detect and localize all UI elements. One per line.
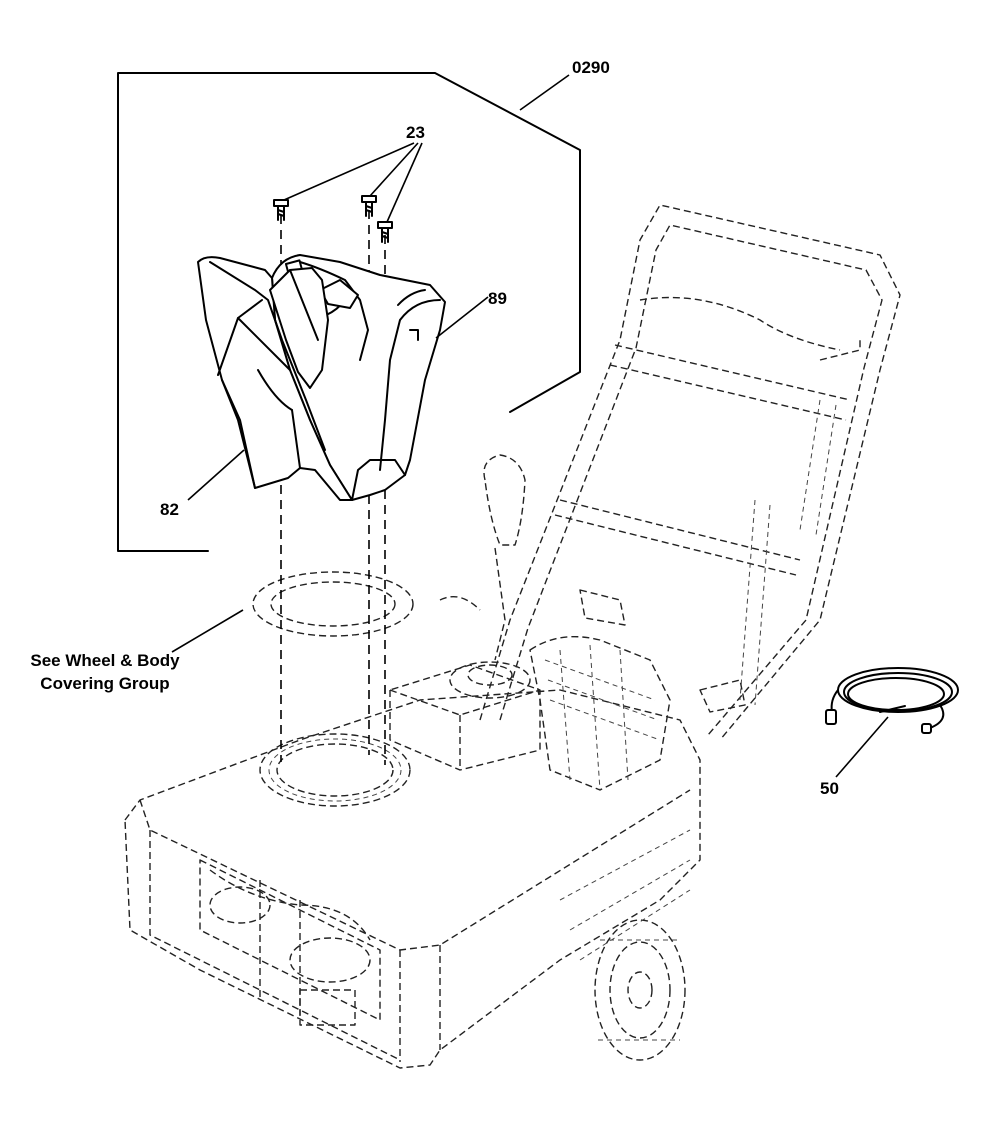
discharge-chute <box>197 254 446 501</box>
extension-cord <box>825 667 959 734</box>
leader-lines <box>171 74 889 778</box>
group-bracket <box>117 72 581 552</box>
callout-0290: 0290 <box>572 58 610 77</box>
callout-89: 89 <box>488 289 507 308</box>
body-covering-ring <box>252 571 414 637</box>
snowthrower-body <box>124 635 701 1069</box>
callout-82: 82 <box>160 500 179 519</box>
screw-middle <box>361 195 377 217</box>
reference-label-line1: See Wheel & Body <box>30 651 180 670</box>
screw-left <box>273 199 289 221</box>
callout-23: 23 <box>406 123 425 142</box>
callout-50: 50 <box>820 779 839 798</box>
handle-assembly <box>439 204 901 741</box>
reference-label-line2: Covering Group <box>40 674 169 693</box>
